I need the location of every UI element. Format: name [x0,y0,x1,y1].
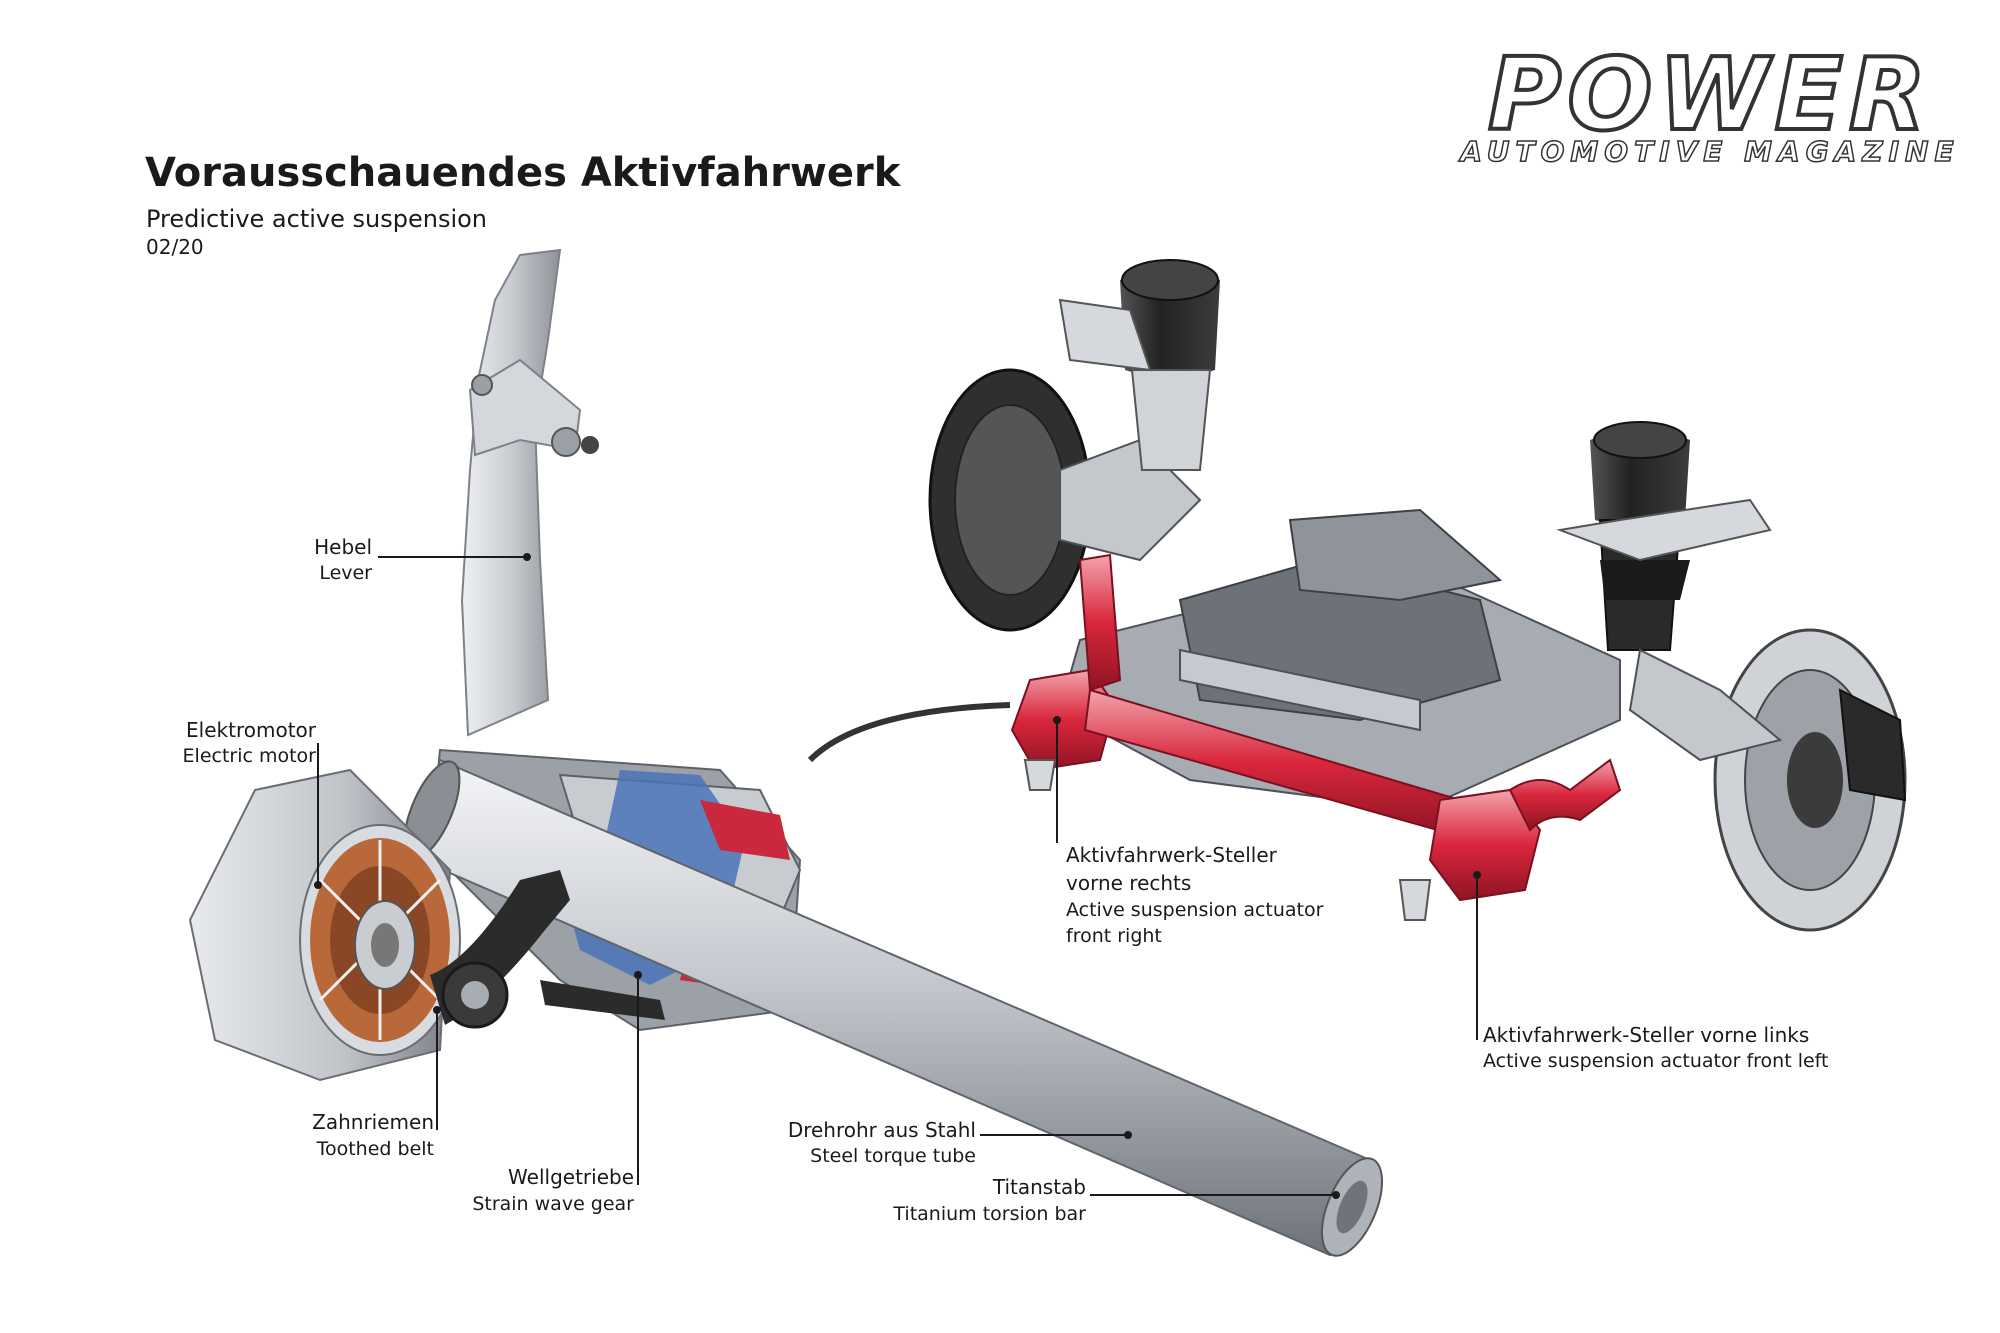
lever-arm [460,248,562,737]
label-lever-en: Lever [319,562,372,584]
label-tube-en: Steel torque tube [810,1145,976,1167]
label-bar-de: Titanstab [992,1175,1086,1199]
page-subtitle: Predictive active suspension [146,205,488,233]
label-belt-en: Toothed belt [316,1138,434,1160]
label-tube-de: Drehrohr aus Stahl [787,1118,976,1142]
date-code: 02/20 [146,235,204,259]
label-gear-en: Strain wave gear [472,1193,634,1215]
label-motor-en: Electric motor [182,745,316,767]
label-actuator-right-en-2: front right [1066,925,1162,947]
page-title: Vorausschauendes Aktivfahrwerk [145,150,901,196]
logo-sub-text: AUTOMOTIVE MAGAZINE [1460,134,1960,169]
label-motor-de: Elektromotor [186,718,316,742]
front-axle-assembly [807,259,1907,932]
label-gear-de: Wellgetriebe [508,1165,634,1189]
label-belt-de: Zahnriemen [312,1110,434,1134]
label-lever-de: Hebel [314,535,372,559]
label-bar-en: Titanium torsion bar [893,1203,1086,1225]
label-actuator-right-de-2: vorne rechts [1066,871,1192,895]
actuator-cutaway [188,248,1384,1257]
label-actuator-right-en-1: Active suspension actuator [1066,899,1324,921]
logo-main-text: POWER [1486,36,1932,153]
power-magazine-logo: POWER AUTOMOTIVE MAGAZINE [1440,36,1980,175]
label-actuator-right-de-1: Aktivfahrwerk-Steller [1066,843,1277,867]
leader-lines [314,553,1481,1199]
label-actuator-left-de: Aktivfahrwerk-Steller vorne links [1483,1023,1810,1047]
label-actuator-left-en: Active suspension actuator front left [1483,1050,1829,1072]
